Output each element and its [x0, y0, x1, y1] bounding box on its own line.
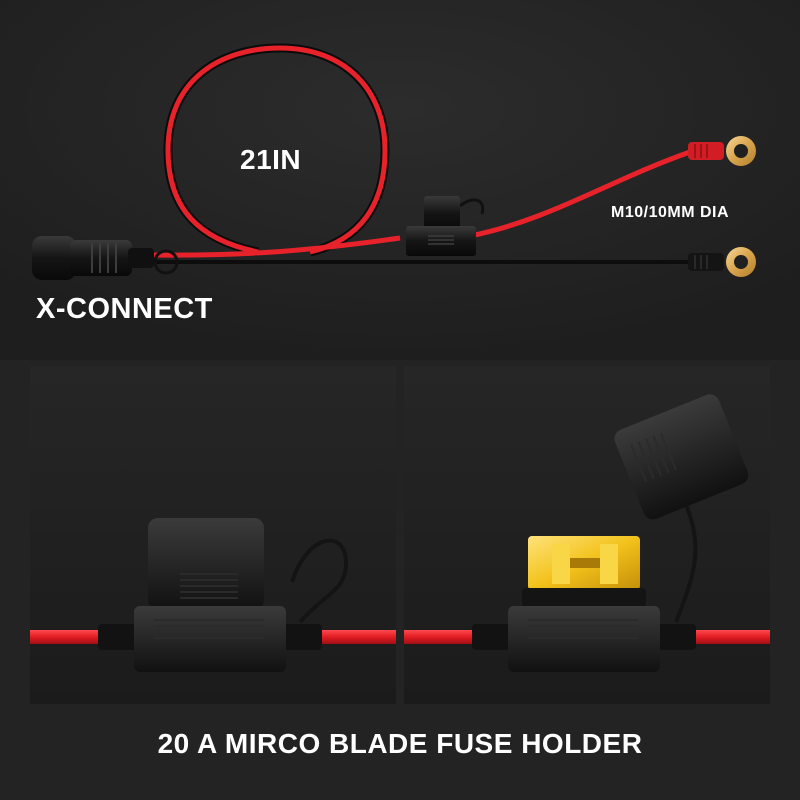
cable-length-label: 21IN	[240, 144, 302, 175]
inline-fuse-holder-top	[406, 196, 485, 256]
fuse-holder-closed-image	[30, 518, 396, 672]
ring-terminal-red	[688, 136, 756, 166]
fuse-holder-closed-panel	[30, 366, 396, 704]
fuse-holder-title: 20 A MIRCO BLADE FUSE HOLDER	[157, 728, 643, 759]
fuse-holder-open-panel	[404, 366, 770, 704]
red-wire	[149, 45, 691, 258]
ring-terminal-black	[688, 247, 756, 277]
connector-label: X-CONNECT	[36, 293, 213, 325]
x-connect-plug	[32, 236, 179, 280]
ring-terminal-label: M10/10MM DIA	[611, 204, 730, 221]
fuse-holder-open-image	[404, 394, 770, 672]
